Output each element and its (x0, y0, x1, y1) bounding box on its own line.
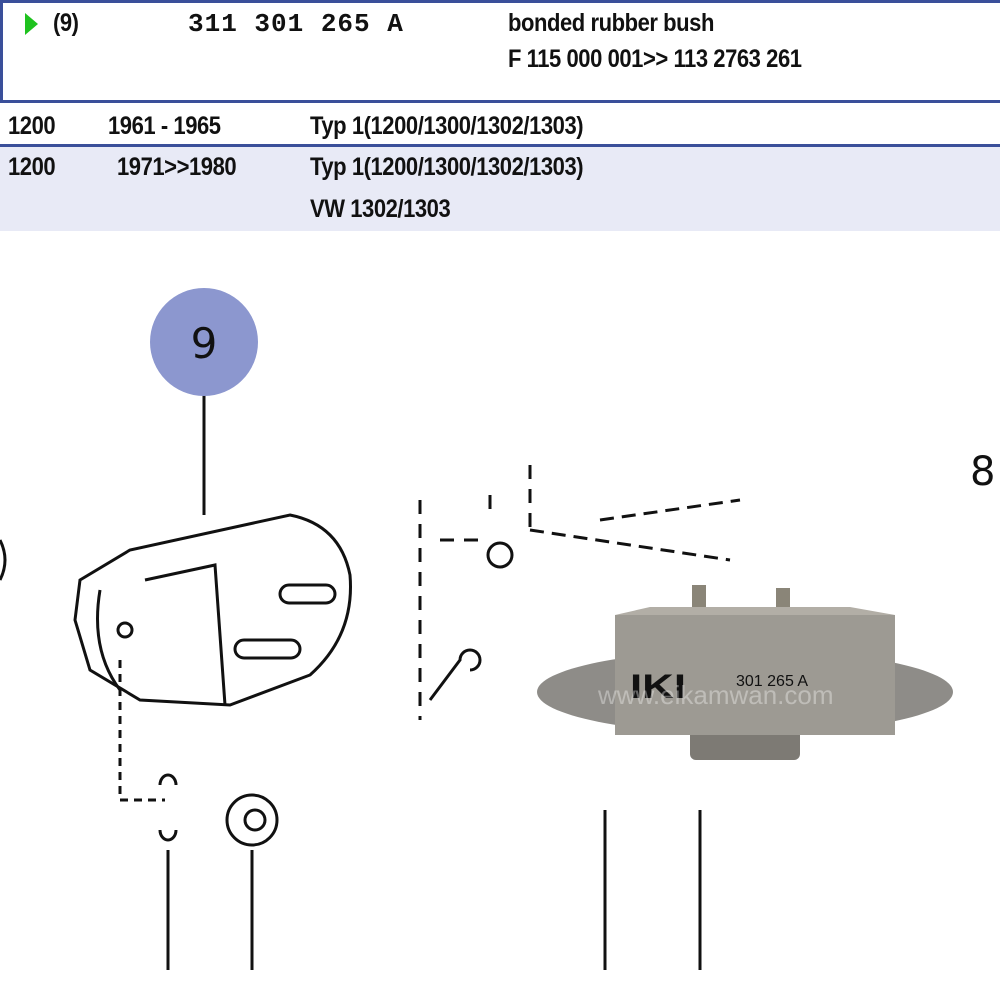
brand-logo: IKI (630, 668, 686, 706)
line-drawing (0, 372, 741, 970)
selected-arrow-icon (25, 13, 38, 35)
chassis-range: F 115 000 001>> 113 2763 261 (508, 45, 802, 73)
vehicle-note: VW 1302/1303 (310, 195, 451, 223)
model: 1200 (8, 112, 56, 140)
photo-part-label: 301 265 A (736, 673, 808, 690)
application-row[interactable]: 1200 1971>>1980 Typ 1(1200/1300/1302/130… (0, 147, 1000, 231)
model: 1200 (8, 153, 56, 181)
selected-part-row[interactable]: (9) 311 301 265 A bonded rubber bush F 1… (0, 0, 1000, 103)
years: 1961 - 1965 (108, 112, 221, 140)
vehicle-type: Typ 1(1200/1300/1302/1303) (310, 153, 584, 181)
part-description: bonded rubber bush (508, 9, 714, 37)
callout-bubble[interactable] (150, 288, 258, 396)
part-number: 311 301 265 A (188, 9, 404, 39)
vehicle-type: Typ 1(1200/1300/1302/1303) (310, 112, 584, 140)
edge-callout: 8 (970, 449, 995, 495)
callout-number: 9 (191, 319, 218, 368)
watermark: www.eikamwan.com (597, 680, 834, 710)
application-row[interactable]: 1200 1961 - 1965 Typ 1(1200/1300/1302/13… (0, 106, 1000, 147)
years: 1971>>1980 (117, 153, 237, 181)
exploded-diagram: 9 8 IKI 301 265 A www.eikamwan.com (0, 288, 995, 970)
part-position: (9) (53, 9, 79, 37)
part-photo: IKI 301 265 A www.eikamwan.com (512, 585, 977, 785)
